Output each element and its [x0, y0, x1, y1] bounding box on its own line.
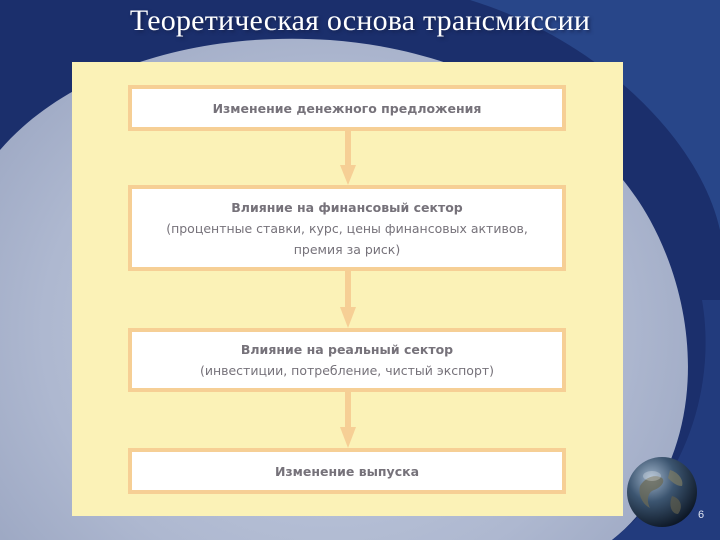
step-output-change-title: Изменение выпуска [274, 463, 420, 479]
step-financial-sector-detail-1: (процентные ставки, курс, цены финансовы… [166, 220, 528, 236]
step-money-supply: Изменение денежного предложения [128, 85, 566, 131]
slide-number: 6 [698, 509, 705, 521]
arrow-down-icon [340, 271, 356, 328]
arrow-down-icon [340, 131, 356, 185]
step-financial-sector-title: Влияние на финансовый сектор [231, 199, 463, 215]
globe-icon [627, 457, 697, 527]
step-financial-sector: Влияние на финансовый сектор (процентные… [128, 185, 566, 271]
slide-title: Теоретическая основа трансмиссии [129, 4, 591, 37]
step-real-sector-title: Влияние на реальный сектор [240, 342, 454, 357]
step-output-change: Изменение выпуска [128, 448, 566, 494]
arrow-down-icon [340, 392, 356, 448]
step-real-sector: Влияние на реальный сектор (инвестиции, … [128, 328, 566, 392]
flow-panel: Изменение денежного предложения Влияние … [72, 62, 623, 516]
step-financial-sector-detail-2: премия за риск) [293, 241, 401, 257]
step-real-sector-detail: (инвестиции, потребление, чистый экспорт… [199, 363, 495, 378]
step-money-supply-title: Изменение денежного предложения [212, 100, 482, 116]
